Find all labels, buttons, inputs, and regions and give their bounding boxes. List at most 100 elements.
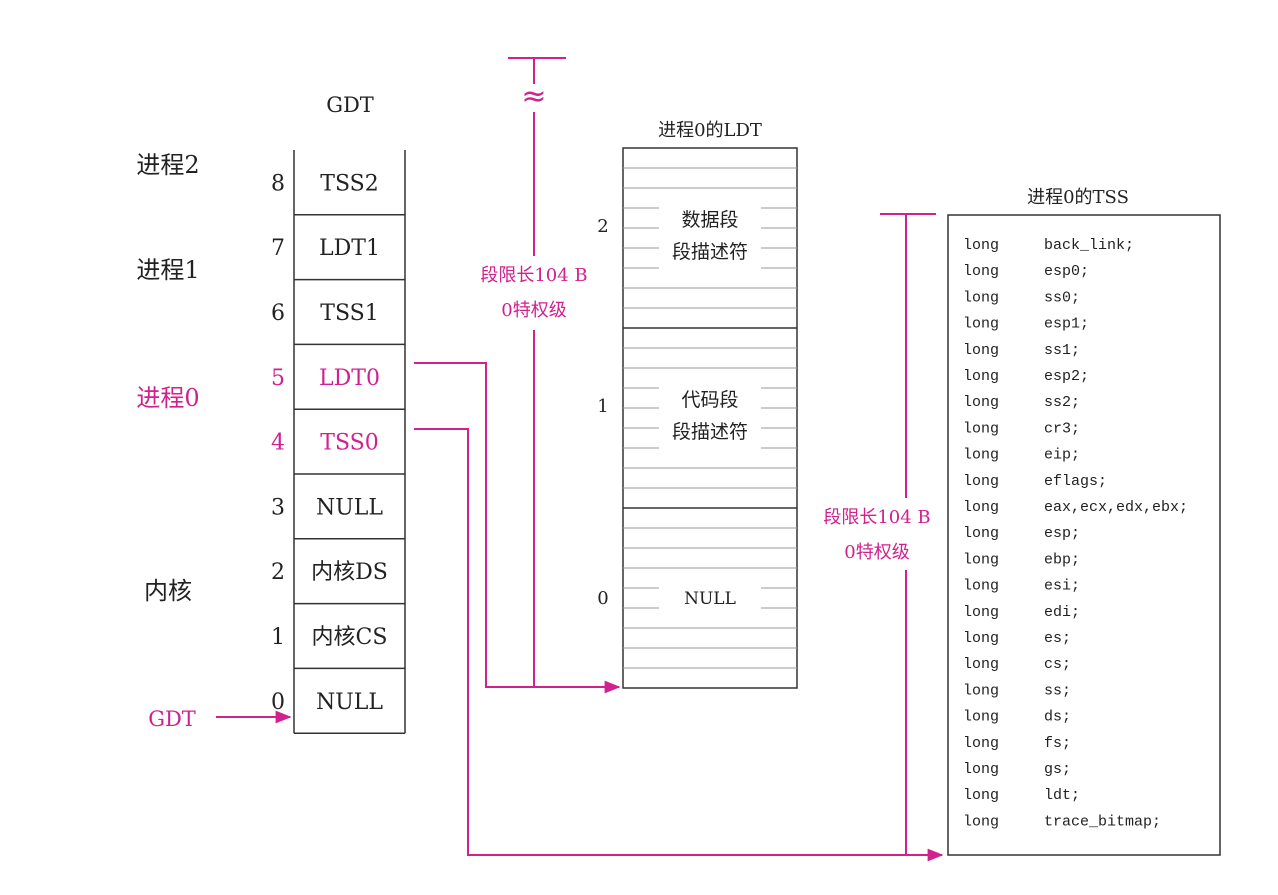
tss-field-name: esp2; xyxy=(1044,368,1089,385)
tss-field-type: long xyxy=(963,813,999,830)
gdt-entry-index: 2 xyxy=(271,560,285,585)
tss-field-type: long xyxy=(963,499,999,516)
ldt-title: 进程0的LDT xyxy=(658,120,762,141)
ldt-section-label: 代码段 xyxy=(681,389,738,411)
gdt-entry-index: 3 xyxy=(271,495,285,520)
process-group-label: 内核 xyxy=(144,577,192,605)
tss-field-type: long xyxy=(963,342,999,359)
ldt-section-index: 1 xyxy=(597,396,608,417)
tss-box xyxy=(947,214,1221,856)
tss-field-name: fs; xyxy=(1044,735,1071,752)
tss-field-name: eax,ecx,edx,ebx; xyxy=(1044,499,1188,516)
tss-field-row: long gs; xyxy=(963,761,1071,778)
tss-field-type: long xyxy=(963,735,999,752)
ldt-section-label: 数据段 xyxy=(681,209,738,231)
ldt-limit-bracket: ≈ 段限长104 B 0特权级 xyxy=(480,57,588,687)
ldt-break-mark: ≈ xyxy=(521,79,546,114)
tss-field-name: es; xyxy=(1044,630,1071,647)
tss-field-row: long cr3; xyxy=(963,420,1080,437)
gdt-entry-tss2: TSS2 xyxy=(320,171,378,196)
process-group-label: 进程1 xyxy=(136,256,199,284)
ldt-outline xyxy=(622,147,798,689)
tss-field-name: esp; xyxy=(1044,525,1080,542)
tss-field-type: long xyxy=(963,263,999,280)
gdt-entry-tss1: TSS1 xyxy=(320,301,378,326)
tss-field-row: long ss0; xyxy=(963,289,1080,306)
tss-field-type: long xyxy=(963,761,999,778)
tss-field-name: esp1; xyxy=(1044,316,1089,333)
tss-field-row: long back_link; xyxy=(963,237,1134,254)
tss-field-type: long xyxy=(963,473,999,490)
tss-field-type: long xyxy=(963,237,999,254)
tss-field-type: long xyxy=(963,368,999,385)
gdt-entry-tss0: TSS0 xyxy=(320,431,378,456)
gdt-entry-index: 5 xyxy=(271,366,285,391)
gdt-entry-null: NULL xyxy=(316,495,383,520)
tss-field-type: long xyxy=(963,656,999,673)
tss-limit-bracket: 段限长104 B 0特权级 xyxy=(823,213,936,855)
ldt-section-label: NULL xyxy=(684,589,736,609)
tss-field-type: long xyxy=(963,289,999,306)
tss-field-type: long xyxy=(963,525,999,542)
tss-field-name: ebp; xyxy=(1044,551,1080,568)
tss-field-type: long xyxy=(963,447,999,464)
gdt-entry-内核cs: 内核CS xyxy=(312,625,388,650)
gdt-entry-ldt0: LDT0 xyxy=(319,366,380,391)
gdt-entry-index: 0 xyxy=(271,690,285,715)
gdt-entry-index: 6 xyxy=(271,301,285,326)
tss-field-type: long xyxy=(963,709,999,726)
ldt0-connector-arrow xyxy=(414,362,621,694)
process-group-label: 进程2 xyxy=(136,151,199,179)
tss-field-name: gs; xyxy=(1044,761,1071,778)
tss-field-row: long eax,ecx,edx,ebx; xyxy=(963,499,1188,516)
tss-field-name: ss; xyxy=(1044,682,1071,699)
tss-field-name: ldt; xyxy=(1044,787,1080,804)
tss-limit-length: 段限长104 B xyxy=(823,507,930,528)
tss-field-type: long xyxy=(963,316,999,333)
tss-field-name: ss2; xyxy=(1044,394,1080,411)
gdt-base-pointer: GDT xyxy=(148,707,292,731)
tss-field-row: long cs; xyxy=(963,656,1071,673)
tss-field-name: back_link; xyxy=(1044,237,1134,254)
ldt-limit-length: 段限长104 B xyxy=(480,265,587,286)
tss-field-name: cs; xyxy=(1044,656,1071,673)
tss-field-row: long esp1; xyxy=(963,316,1089,333)
gdt-entry-index: 7 xyxy=(271,236,285,261)
tss-field-name: cr3; xyxy=(1044,420,1080,437)
tss-field-name: ss0; xyxy=(1044,289,1080,306)
ldt-section-index: 0 xyxy=(597,588,608,609)
tss-field-row: long ldt; xyxy=(963,787,1080,804)
tss-field-name: eflags; xyxy=(1044,473,1107,490)
gdt-entry-内核ds: 内核DS xyxy=(311,560,388,585)
gdt-entry-null: NULL xyxy=(316,690,383,715)
tss-field-name: esi; xyxy=(1044,578,1080,595)
tss-field-name: eip; xyxy=(1044,447,1080,464)
tss-field-row: long es; xyxy=(963,630,1071,647)
tss-field-type: long xyxy=(963,578,999,595)
ldt-section-sublabel: 段描述符 xyxy=(672,241,748,263)
tss-title: 进程0的TSS xyxy=(1027,187,1129,208)
tss-field-row: long fs; xyxy=(963,735,1071,752)
tss-field-type: long xyxy=(963,630,999,647)
tss-field-type: long xyxy=(963,604,999,621)
tss-field-type: long xyxy=(963,420,999,437)
gdt-entry-index: 4 xyxy=(271,431,285,456)
tss-field-row: long ebp; xyxy=(963,551,1080,568)
tss-field-type: long xyxy=(963,787,999,804)
ldt-privilege-level: 0特权级 xyxy=(501,300,566,321)
tss-field-type: long xyxy=(963,551,999,568)
gdt-entry-index: 8 xyxy=(271,171,285,196)
ldt-section-sublabel: 段描述符 xyxy=(672,421,748,443)
gdt-entry-index: 1 xyxy=(271,625,285,650)
